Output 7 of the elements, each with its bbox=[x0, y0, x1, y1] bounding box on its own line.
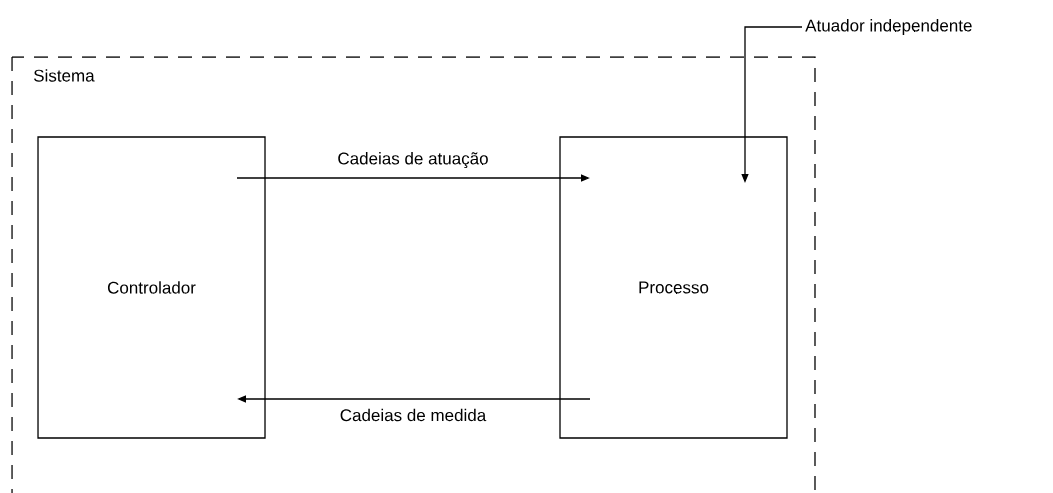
edge-label: Cadeias de medida bbox=[340, 408, 487, 422]
edge-label: Cadeias de atuação bbox=[338, 152, 488, 168]
text-label: Atuador independente bbox=[805, 19, 972, 35]
process-box: Controlador bbox=[37, 136, 266, 439]
boundary-label: Sistema bbox=[34, 69, 95, 82]
process-box: Processo bbox=[559, 136, 788, 439]
system-boundary bbox=[11, 56, 816, 493]
